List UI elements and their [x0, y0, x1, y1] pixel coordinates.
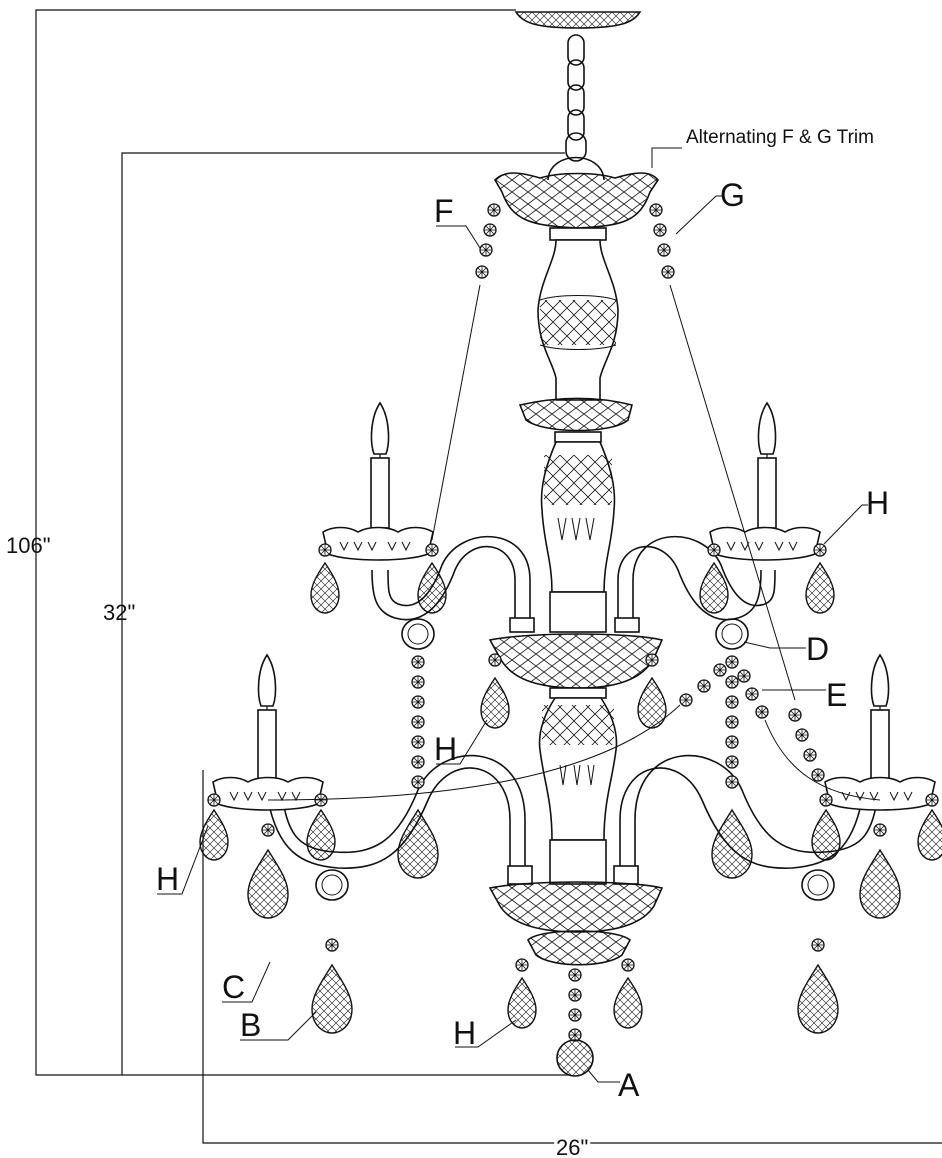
mid-column [540, 441, 616, 633]
leader-lines [157, 147, 868, 1083]
upper-arm-right [614, 535, 776, 633]
label-a: A [618, 1067, 640, 1103]
middle-crown [518, 397, 633, 443]
ring-right [715, 618, 749, 650]
dimension-overall-height [35, 9, 570, 1076]
label-f: F [434, 193, 454, 229]
crown-bowl [493, 172, 659, 229]
dimension-overall-height-label: 106" [6, 533, 51, 558]
label-h-left: H [156, 861, 179, 897]
upper-candle-left [310, 402, 447, 614]
canopy [514, 11, 642, 29]
upper-column [537, 227, 619, 401]
trim-chain-g [649, 203, 825, 782]
dimension-width [202, 770, 942, 1144]
trim-chain-f [431, 203, 501, 541]
bead-chain-right [725, 655, 739, 789]
lower-column [538, 687, 618, 885]
dimension-width-label: 26" [556, 1135, 588, 1158]
label-h-bottom: H [453, 1015, 476, 1051]
label-e: E [826, 677, 847, 713]
ring-left [401, 618, 435, 650]
label-g: G [720, 177, 745, 213]
swag-chain-e [267, 663, 881, 801]
dimension-body-height-label: 32" [103, 600, 135, 625]
chain [547, 34, 605, 181]
label-d: D [806, 631, 829, 667]
label-h-upper-right: H [866, 485, 889, 521]
dimension-body-height [121, 152, 565, 1075]
trim-note: Alternating F & G Trim [686, 127, 874, 148]
mid-bowl [480, 633, 667, 729]
bead-chain-left [411, 655, 425, 789]
upper-candle-right [699, 402, 835, 614]
label-h-mid: H [434, 731, 457, 767]
label-c: C [222, 969, 245, 1005]
bottom-bowl [488, 881, 664, 1077]
label-b: B [240, 1007, 261, 1043]
